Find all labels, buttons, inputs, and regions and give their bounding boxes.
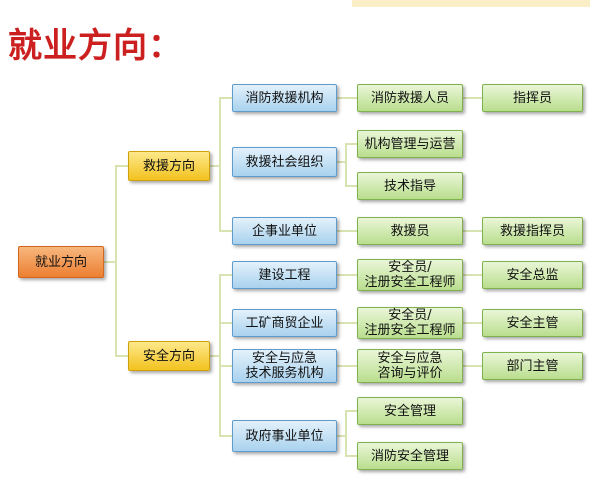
node-safety: 安全方向 [128,341,210,371]
node-rescuer: 救援员 [357,217,463,245]
connector-rescue [210,97,232,232]
node-rescue-commander: 救援指挥员 [482,217,583,245]
node-gov: 政府事业单位 [232,420,337,452]
node-safety-mgmt: 安全管理 [357,397,463,425]
node-rescue: 救援方向 [128,151,210,181]
node-safety-eng-1: 安全员/ 注册安全工程师 [357,259,463,291]
connector-root [104,165,128,357]
node-safety-director: 安全总监 [482,261,583,289]
node-org-mgmt: 机构管理与运营 [357,130,463,158]
node-consult: 安全与应急 咨询与评价 [357,349,463,383]
node-fire-safety-mgmt: 消防安全管理 [357,442,463,470]
node-safety-eng-2: 安全员/ 注册安全工程师 [357,307,463,339]
node-enterprise: 企事业单位 [232,217,337,245]
node-emergency-org: 安全与应急 技术服务机构 [232,349,337,383]
connector-gov [337,410,357,457]
page-title: 就业方向： [8,26,183,66]
node-safety-supervisor: 安全主管 [482,309,583,337]
connector-social [337,143,357,187]
node-commander: 指挥员 [482,84,583,112]
connector-safety [210,274,232,437]
node-root: 就业方向 [18,246,104,278]
node-dept-supervisor: 部门主管 [482,352,583,380]
node-tech-guide: 技术指导 [357,172,463,200]
node-fire-staff: 消防救援人员 [357,84,463,112]
top-accent-bar [352,0,590,7]
node-rescue-social: 救援社会组织 [232,147,337,177]
node-fire-org: 消防救援机构 [232,84,337,112]
node-construction: 建设工程 [232,261,337,289]
node-industry: 工矿商贸企业 [232,309,337,337]
